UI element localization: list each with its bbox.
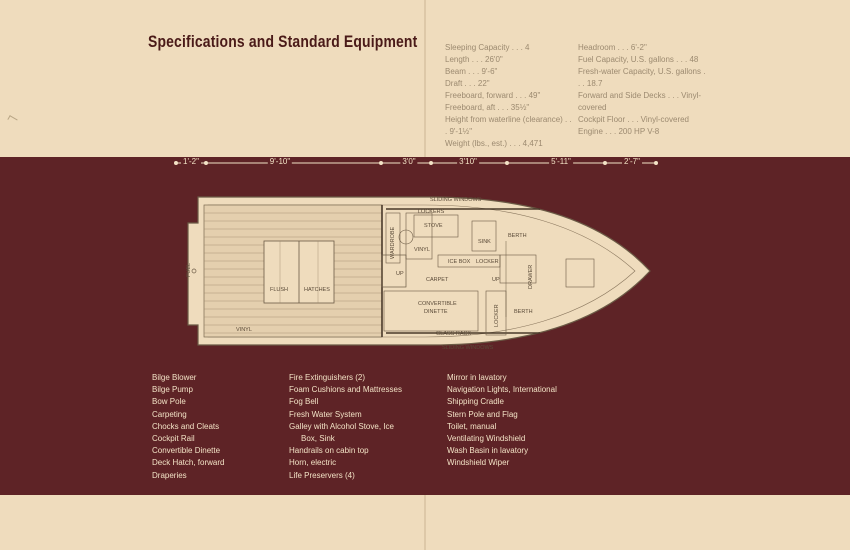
corner-mark xyxy=(7,115,18,124)
equipment-item: Fog Bell xyxy=(289,397,319,407)
equipment-item: Ventilating Windshield xyxy=(447,434,526,444)
spec-forward-side-decks: Forward and Side Decks . . . Vinyl-cover… xyxy=(578,91,702,112)
dim-tick xyxy=(654,161,658,165)
page-title: Specifications and Standard Equipment xyxy=(148,32,418,51)
plan-label-lockers-top: LOCKERS xyxy=(418,209,445,215)
equipment-item: Windshield Wiper xyxy=(447,458,510,468)
equipment-band: 1'-2" 9'-10" 3'0" 3'10" 5'-11" 2'-7" xyxy=(0,157,850,495)
equipment-item: Bilge Pump xyxy=(152,385,193,395)
plan-label-berth-top: BERTH xyxy=(508,233,527,239)
plan-label-locker-bottom: LOCKER xyxy=(494,304,500,327)
spec-freeboard-forward: Freeboard, forward . . . 49" xyxy=(445,91,541,100)
equipment-item: Foam Cushions and Mattresses xyxy=(289,385,402,395)
equipment-item: Handrails on cabin top xyxy=(289,446,369,456)
dim-tick xyxy=(603,161,607,165)
equipment-item: Navigation Lights, International xyxy=(447,385,557,395)
plan-label-up-left: UP xyxy=(396,271,404,277)
dim-label-stern: 1'-2" xyxy=(181,157,201,166)
equipment-item: Chocks and Cleats xyxy=(152,421,220,431)
spec-freeboard-aft: Freeboard, aft . . . 35½" xyxy=(445,103,530,112)
equipment-item: Deck Hatch, forward xyxy=(152,458,225,468)
spec-cockpit-floor: Cockpit Floor . . . Vinyl-covered xyxy=(578,115,690,124)
plan-label-stove: STOVE xyxy=(424,223,443,229)
spec-fresh-water-capacity: Fresh-water Capacity, U.S. gallons . . .… xyxy=(578,67,706,88)
boat-deck-plan: SLIDING WINDOWS LOCKERS STOVE SINK WARDR… xyxy=(186,196,651,351)
fuel-fill-icon xyxy=(191,268,197,274)
equipment-item: Fresh Water System xyxy=(289,409,362,419)
equipment-item: Bow Pole xyxy=(152,397,186,407)
spec-beam: Beam . . . 9'-6" xyxy=(445,67,498,76)
equipment-column-3: Mirror in lavatory Navigation Lights, In… xyxy=(447,372,577,470)
plan-label-up-right: UP xyxy=(492,277,500,283)
toilet-icon xyxy=(398,229,414,245)
plan-label-sink: SINK xyxy=(478,239,491,245)
plan-label-sliding-windows-bottom: SLIDING WINDOWS xyxy=(442,345,494,351)
plan-label-ice-box: ICE BOX xyxy=(448,259,471,265)
equipment-item: Convertible Dinette xyxy=(152,446,221,456)
equipment-item: Cockpit Rail xyxy=(152,434,195,444)
dim-label-cockpit: 9'-10" xyxy=(267,157,293,166)
specs-left-list: Sleeping Capacity . . . 4 Length . . . 2… xyxy=(445,42,575,150)
equipment-item-galley-continued: Box, Sink xyxy=(301,434,335,444)
plan-label-convertible: CONVERTIBLE xyxy=(418,301,457,307)
equipment-column-2: Fire Extinguishers (2) Foam Cushions and… xyxy=(289,372,414,482)
dim-tick xyxy=(204,161,208,165)
equipment-item: Mirror in lavatory xyxy=(447,373,507,382)
dimension-line xyxy=(174,161,658,165)
specs-right-list: Headroom . . . 6'-2" Fuel Capacity, U.S.… xyxy=(578,42,708,138)
plan-label-hatches: HATCHES xyxy=(304,287,330,293)
equipment-item: Bilge Blower xyxy=(152,373,197,382)
dim-tick xyxy=(505,161,509,165)
plan-label-dinette: DINETTE xyxy=(424,309,448,315)
plan-label-glass-rack: GLASS RACK xyxy=(436,331,471,337)
plan-label-vinyl-cabin: VINYL xyxy=(414,247,430,253)
spec-draft: Draft . . . 22" xyxy=(445,79,490,88)
spec-length: Length . . . 26'0" xyxy=(445,55,503,64)
plan-label-sliding-windows-top: SLIDING WINDOWS xyxy=(430,197,482,203)
plan-label-fuel: FUEL xyxy=(186,263,192,277)
spec-fuel-capacity: Fuel Capacity, U.S. gallons . . . 48 xyxy=(578,55,699,64)
equipment-item: Wash Basin in lavatory xyxy=(447,446,529,456)
spec-weight: Weight (lbs., est.) . . . 4,471 xyxy=(445,139,543,148)
plan-label-berth-bottom: BERTH xyxy=(514,309,533,315)
plan-label-locker-mid: LOCKER xyxy=(476,259,499,265)
equipment-item: Toilet, manual xyxy=(447,421,497,431)
dim-tick xyxy=(379,161,383,165)
dim-tick xyxy=(429,161,433,165)
equipment-item: Stern Pole and Flag xyxy=(447,409,518,419)
dim-label-galley: 3'10" xyxy=(457,157,479,166)
spec-headroom: Headroom . . . 6'-2" xyxy=(578,43,647,52)
plan-label-flush: FLUSH xyxy=(270,287,288,293)
dim-tick xyxy=(174,161,178,165)
dim-label-bow: 2'-7" xyxy=(622,157,642,166)
dim-label-cabin: 5'-11" xyxy=(549,157,573,166)
spec-engine: Engine . . . 200 HP V-8 xyxy=(578,127,660,136)
plan-label-drawer: DRAWER xyxy=(528,265,534,289)
equipment-item: Draperies xyxy=(152,470,187,480)
equipment-item: Fire Extinguishers (2) xyxy=(289,373,366,382)
spec-height-clearance: Height from waterline (clearance) . . . … xyxy=(445,115,572,136)
plan-label-carpet: CARPET xyxy=(426,277,449,283)
equipment-column-1: Bilge Blower Bilge Pump Bow Pole Carpeti… xyxy=(152,372,272,482)
dim-label-helm: 3'0" xyxy=(400,157,418,166)
plan-label-vinyl-deck: VINYL xyxy=(236,327,252,333)
equipment-item: Shipping Cradle xyxy=(447,397,504,407)
spec-sleeping-capacity: Sleeping Capacity . . . 4 xyxy=(445,43,530,52)
equipment-item-galley: Galley with Alcohol Stove, Ice xyxy=(289,421,394,431)
equipment-item: Life Preservers (4) xyxy=(289,470,355,480)
equipment-item: Carpeting xyxy=(152,409,187,419)
equipment-item: Horn, electric xyxy=(289,458,337,468)
plan-label-wardrobe: WARDROBE xyxy=(390,226,396,259)
